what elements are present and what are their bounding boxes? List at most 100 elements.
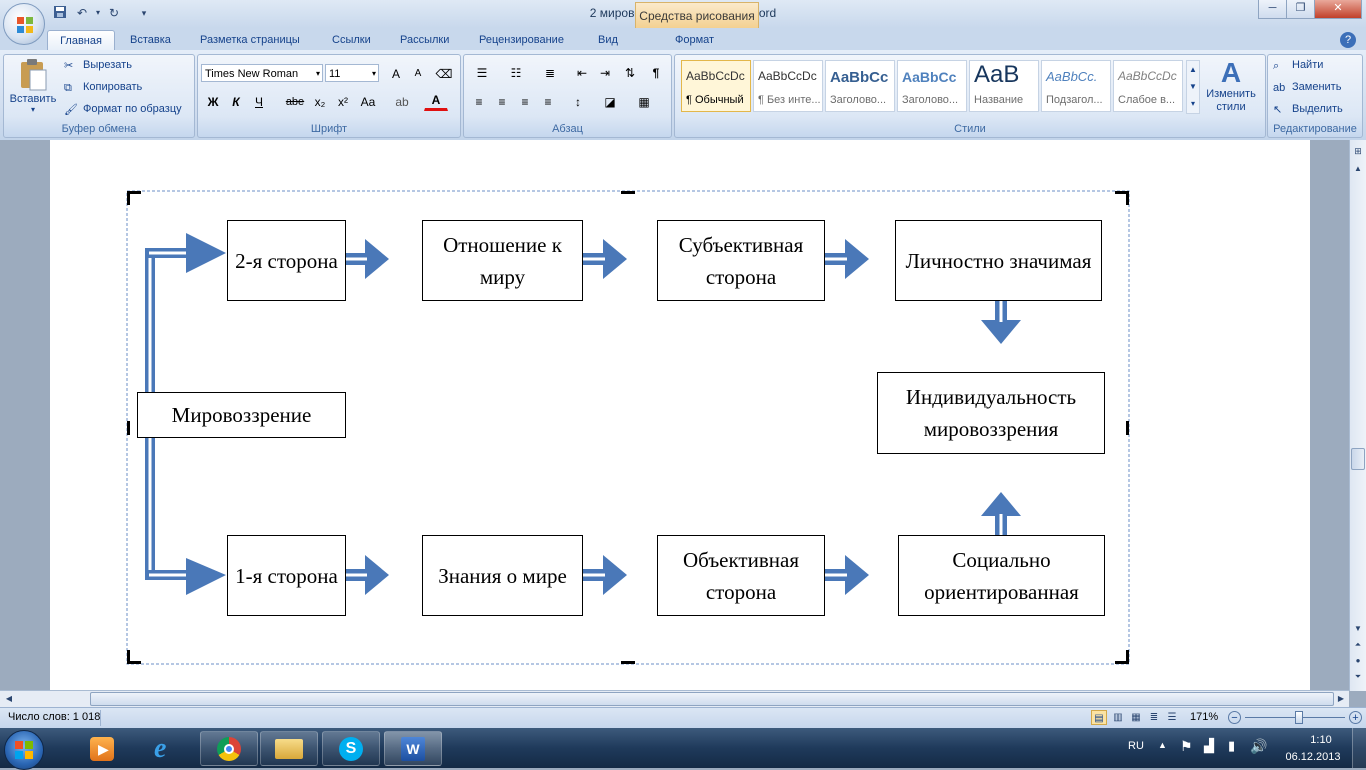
action-center-flag-icon[interactable]: ⚑ [1180, 738, 1193, 754]
find-button[interactable]: ⌕Найти [1273, 56, 1323, 74]
vertical-scroll-thumb[interactable] [1351, 448, 1365, 470]
numbering-icon[interactable]: ☷ [510, 66, 522, 80]
box-side-2[interactable]: 2-я сторона [227, 220, 346, 301]
change-styles-button[interactable]: A Изменить стили [1202, 58, 1260, 120]
tab-insert[interactable]: Вставка [130, 34, 171, 46]
taskbar-word[interactable]: W [384, 731, 442, 766]
zoom-in-icon[interactable]: + [1349, 711, 1362, 724]
italic-button[interactable]: К [224, 91, 248, 113]
superscript-button[interactable]: x² [331, 91, 355, 113]
bold-button[interactable]: Ж [201, 91, 225, 113]
taskbar-internet-explorer[interactable]: e [138, 731, 196, 766]
bullets-icon[interactable]: ☰ [476, 66, 488, 80]
horizontal-scroll-thumb[interactable] [90, 692, 1334, 706]
resize-handle[interactable] [1115, 661, 1129, 664]
taskbar-chrome[interactable] [200, 731, 258, 766]
highlight-icon[interactable]: ab [395, 95, 409, 109]
close-button[interactable]: ✕ [1314, 0, 1362, 19]
tab-format[interactable]: Формат [675, 34, 715, 46]
scroll-right-icon[interactable]: ▶ [1337, 694, 1345, 703]
align-right-icon[interactable]: ≡ [521, 95, 529, 109]
maximize-button[interactable]: ❐ [1286, 0, 1315, 19]
outline-icon[interactable]: ≣ [1149, 712, 1159, 723]
multilevel-list-icon[interactable]: ≣ [544, 66, 556, 80]
shrink-font-button[interactable]: A [406, 63, 430, 85]
word-count[interactable]: Число слов: 1 018 [8, 711, 101, 723]
taskbar-skype[interactable]: S [322, 731, 380, 766]
box-personally-significant[interactable]: Личностно значимая [895, 220, 1102, 301]
clear-formatting-icon[interactable]: ⌫ [435, 67, 453, 81]
show-desktop-button[interactable] [1352, 728, 1366, 768]
resize-handle[interactable] [127, 650, 130, 664]
qat-customize-icon[interactable]: ▾ [141, 8, 147, 18]
taskbar-media-player[interactable]: ▶ [72, 731, 130, 766]
line-spacing-icon[interactable]: ↕ [575, 95, 581, 109]
align-center-icon[interactable]: ≡ [498, 95, 506, 109]
tab-page-layout[interactable]: Разметка страницы [200, 34, 300, 46]
tab-view[interactable]: Вид [598, 34, 618, 46]
resize-handle[interactable] [127, 421, 130, 435]
volume-icon[interactable]: 🔊 [1250, 738, 1268, 754]
start-button[interactable] [4, 730, 44, 770]
box-objective-side[interactable]: Объективная сторона [657, 535, 825, 616]
align-left-icon[interactable]: ≡ [475, 95, 483, 109]
change-case-button[interactable]: Aa [356, 91, 380, 113]
tab-mailings[interactable]: Рассылки [400, 34, 450, 46]
resize-handle[interactable] [1126, 650, 1129, 664]
style-subtitle[interactable]: AaBbCc. Подзагол... [1041, 60, 1111, 112]
zoom-slider-thumb[interactable] [1295, 711, 1303, 724]
font-name-combobox[interactable]: Times New Roman▾ [201, 64, 323, 82]
decrease-indent-icon[interactable]: ⇤ [576, 66, 588, 80]
resize-handle[interactable] [1126, 421, 1129, 435]
format-painter-button[interactable]: 🖌Формат по образцу [64, 100, 182, 118]
resize-handle[interactable] [127, 191, 141, 194]
language-indicator[interactable]: RU [1128, 740, 1144, 752]
paste-button[interactable]: Вставить ▾ [8, 56, 58, 118]
ruler-toggle-icon[interactable]: ⊞ [1354, 146, 1362, 156]
scroll-down-icon[interactable]: ▼ [1354, 624, 1362, 633]
clock-date[interactable]: 06.12.2013 [1285, 751, 1341, 763]
style-title[interactable]: AaB Название [969, 60, 1039, 112]
browse-object-icon[interactable]: ● [1355, 656, 1361, 665]
horizontal-scrollbar[interactable]: ◀ ▶ [0, 690, 1349, 707]
box-socially-oriented[interactable]: Социально ориентированная [898, 535, 1105, 616]
box-subjective-side[interactable]: Субъективная сторона [657, 220, 825, 301]
draft-icon[interactable]: ☰ [1167, 712, 1177, 723]
justify-icon[interactable]: ≡ [544, 95, 552, 109]
style-no-spacing[interactable]: AaBbCcDc ¶ Без инте... [753, 60, 823, 112]
select-button[interactable]: ↖Выделить [1273, 100, 1343, 118]
next-page-icon[interactable]: ⏷ [1354, 672, 1362, 681]
previous-page-icon[interactable]: ⏶ [1354, 640, 1362, 649]
resize-handle[interactable] [621, 191, 635, 194]
style-subtle-emphasis[interactable]: AaBbCcDc Слабое в... [1113, 60, 1183, 112]
box-side-1[interactable]: 1-я сторона [227, 535, 346, 616]
scroll-left-icon[interactable]: ◀ [5, 694, 13, 703]
full-screen-reading-icon[interactable]: ▥ [1113, 712, 1123, 723]
box-worldview[interactable]: Мировоззрение [137, 392, 346, 438]
scroll-up-icon[interactable]: ▲ [1354, 164, 1362, 173]
tab-references[interactable]: Ссылки [332, 34, 371, 46]
zoom-out-icon[interactable]: − [1228, 711, 1241, 724]
shading-icon[interactable]: ◪ [604, 95, 616, 109]
minimize-button[interactable]: ─ [1258, 0, 1287, 19]
resize-handle[interactable] [127, 661, 141, 664]
power-icon[interactable]: ▮ [1228, 738, 1236, 753]
box-individuality[interactable]: Индивидуальность мировоззрения [877, 372, 1105, 454]
resize-handle[interactable] [1115, 191, 1129, 194]
network-icon[interactable]: ▟ [1204, 738, 1214, 753]
tab-review[interactable]: Рецензирование [479, 34, 564, 46]
style-heading-1[interactable]: AaBbCc Заголово... [825, 60, 895, 112]
undo-dropdown-icon[interactable]: ▾ [95, 8, 100, 17]
tray-expand-icon[interactable]: ▲ [1158, 740, 1167, 750]
zoom-level[interactable]: 171% [1190, 711, 1219, 723]
styles-scroll[interactable]: ▲▼▾ [1186, 60, 1200, 114]
borders-icon[interactable]: ▦ [638, 95, 650, 109]
copy-button[interactable]: ⧉Копировать [64, 78, 142, 96]
undo-icon[interactable]: ↶ [76, 6, 88, 20]
resize-handle[interactable] [127, 191, 130, 205]
office-button[interactable] [3, 3, 45, 45]
grow-font-button[interactable]: A [384, 63, 408, 85]
help-icon[interactable]: ? [1340, 32, 1356, 48]
underline-button[interactable]: Ч [247, 91, 271, 113]
